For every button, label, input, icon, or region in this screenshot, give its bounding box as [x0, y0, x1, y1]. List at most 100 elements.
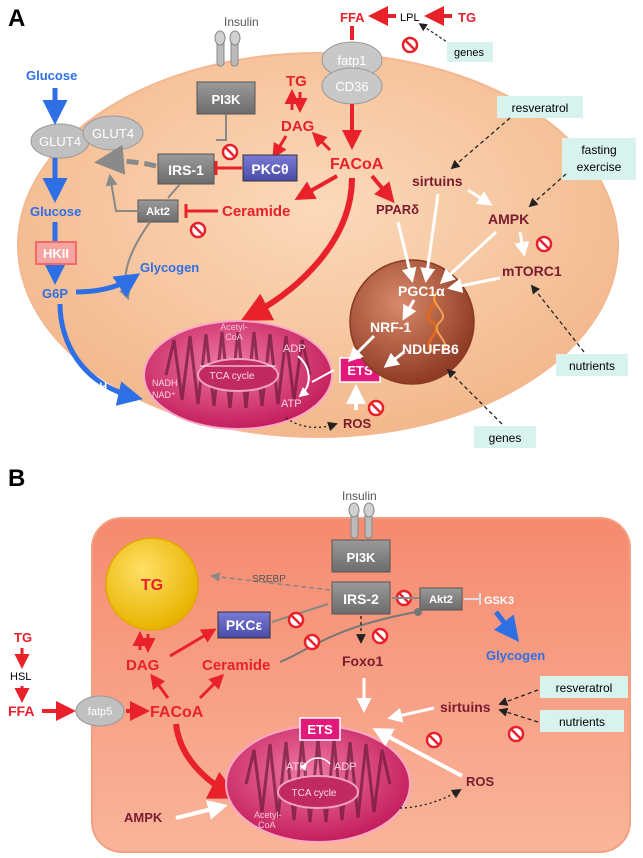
irs1-box [157, 153, 215, 185]
lpl-label: LPL [400, 12, 420, 24]
atp-label-a: ATP [281, 398, 302, 410]
ndufb6-label: NDUFB6 [402, 341, 459, 357]
ppard-to-pgc1a-arrow [396, 221, 417, 283]
fasting-label: fasting [581, 143, 616, 157]
acetyl-label-b: Acetyl- [254, 810, 282, 820]
facoa-label-a: FACoA [330, 156, 384, 173]
tg-label-top: TG [458, 10, 476, 25]
mito-to-ros-dotted-b [399, 788, 462, 809]
srebp-label: SREBP [252, 574, 286, 585]
dag-label-a: DAG [281, 118, 314, 135]
ampk-label-b: AMPK [124, 810, 163, 825]
inhibition-end-dot [414, 608, 422, 616]
inhibition-icon [189, 221, 207, 239]
gsk3-label: GSK3 [484, 595, 514, 607]
facoa-to-ceramide-arrow [294, 174, 338, 200]
pkc-epsilon-label: PKCε [226, 617, 263, 633]
fasting-to-ampk-dashed [528, 173, 567, 208]
adp-atp-arrow-a [297, 355, 310, 398]
akt2-to-glut4-arrow [105, 173, 140, 212]
pi3k-irs1-link [216, 114, 227, 141]
facoa-to-ceramide-arrow-b [198, 673, 225, 700]
g6p-to-mitochondria-arrow [57, 303, 143, 406]
glucose-outside-label: Glucose [26, 68, 77, 83]
irs2-box [331, 581, 391, 615]
nrf1-to-ets-arrow [347, 334, 376, 363]
fatp5-label: fatp5 [88, 706, 112, 718]
dag-to-pkc-arrow-b [169, 628, 217, 658]
pi3k-box-a [196, 81, 256, 115]
akt2-label-a: Akt2 [146, 206, 170, 218]
pgc1a-to-nrf1-arrow [402, 299, 417, 321]
ets-label-a: ETS [347, 363, 373, 378]
pdh-label: PDH [84, 381, 107, 393]
coa-label-a: CoA [225, 332, 243, 342]
inhibition-icon [367, 399, 385, 417]
ros-label-b: ROS [466, 774, 495, 789]
g6p-label: G6P [42, 286, 68, 301]
genes-to-lpl-dashed [418, 23, 451, 45]
exercise-label: exercise [577, 160, 622, 174]
genes-box-top [447, 42, 493, 62]
ceramide-label-a: Ceramide [222, 203, 290, 220]
pkc-theta-box [242, 154, 298, 182]
mtorc1-label: mTORC1 [502, 263, 562, 279]
acetyl-label-a: Acetyl- [220, 322, 248, 332]
nucleus [349, 259, 475, 385]
ffa-label-a: FFA [340, 10, 365, 25]
pkc-theta-label: PKCθ [251, 161, 288, 177]
ampk-to-mitochondria-arrow [175, 800, 228, 820]
nutrients-label-a: nutrients [569, 359, 615, 373]
ampk-to-pgc1a-arrow [439, 230, 498, 285]
nutrients-label-b: nutrients [559, 715, 605, 729]
irs1-to-akt2 [167, 183, 181, 199]
fatp1-label: fatp1 [338, 53, 367, 68]
ampk-to-mtorc1-arrow [514, 231, 530, 257]
facoa-to-ppard-arrow [370, 174, 395, 204]
fasting-exercise-box [562, 138, 636, 180]
hkii-label: HKII [43, 246, 69, 261]
panel-label-a: A [8, 5, 25, 32]
irs1-glut4-dashed [94, 144, 157, 175]
sirtuins-to-ets-arrow [387, 706, 435, 723]
resveratrol-to-sirtuins-dashed [450, 117, 511, 170]
pi3k-box-b [331, 539, 391, 573]
hkii-box [35, 241, 77, 265]
tca-cycle-label-b: TCA cycle [291, 788, 336, 799]
ets-link-a [311, 369, 335, 383]
sirtuins-to-ampk-arrow [467, 188, 493, 206]
irs2-label: IRS-2 [343, 591, 379, 607]
inhibition-icon [221, 143, 239, 161]
g6p-to-glycogen-arrow [75, 273, 141, 298]
glut4-vesicle-label: GLUT4 [92, 126, 134, 141]
ets-label-b: ETS [307, 722, 333, 737]
coa-label-b: CoA [258, 820, 276, 830]
resveratrol-label-b: resveratrol [556, 681, 613, 695]
insulin-label-b: Insulin [342, 489, 377, 503]
ndufb6-to-ets-arrow [383, 350, 405, 368]
tg-droplet-label: TG [141, 577, 163, 594]
sirtuins-to-pgc1a-arrow [420, 193, 440, 283]
ppard-label: PPARδ [376, 202, 419, 217]
pgc1a-label: PGC1α [398, 283, 445, 299]
cd36-label: CD36 [335, 79, 368, 94]
ffa-label-b: FFA [8, 703, 34, 719]
ceramide-inhibits-akt2-b [279, 611, 417, 663]
facoa-to-dag-arrow-b [150, 673, 170, 699]
hsl-label: HSL [10, 671, 31, 683]
adp-atp-arrow-b [299, 757, 331, 772]
resveratrol-box-a [497, 96, 583, 118]
fatp5-transporter [75, 695, 125, 727]
pkc-epsilon-box [217, 611, 271, 639]
tca-cycle-label-a: TCA cycle [209, 371, 254, 382]
dag-to-pkc-arrow [272, 135, 288, 159]
inhibition-icon [287, 611, 305, 629]
panel-label-b: B [8, 465, 25, 492]
mito-to-ros-dotted [285, 417, 338, 432]
mitochondrion-b [225, 725, 411, 843]
pi3k-label-b: PI3K [347, 550, 377, 565]
ros-to-ets-arrow-b [372, 728, 463, 778]
mtorc1-to-pgc1a-arrow [447, 276, 501, 294]
